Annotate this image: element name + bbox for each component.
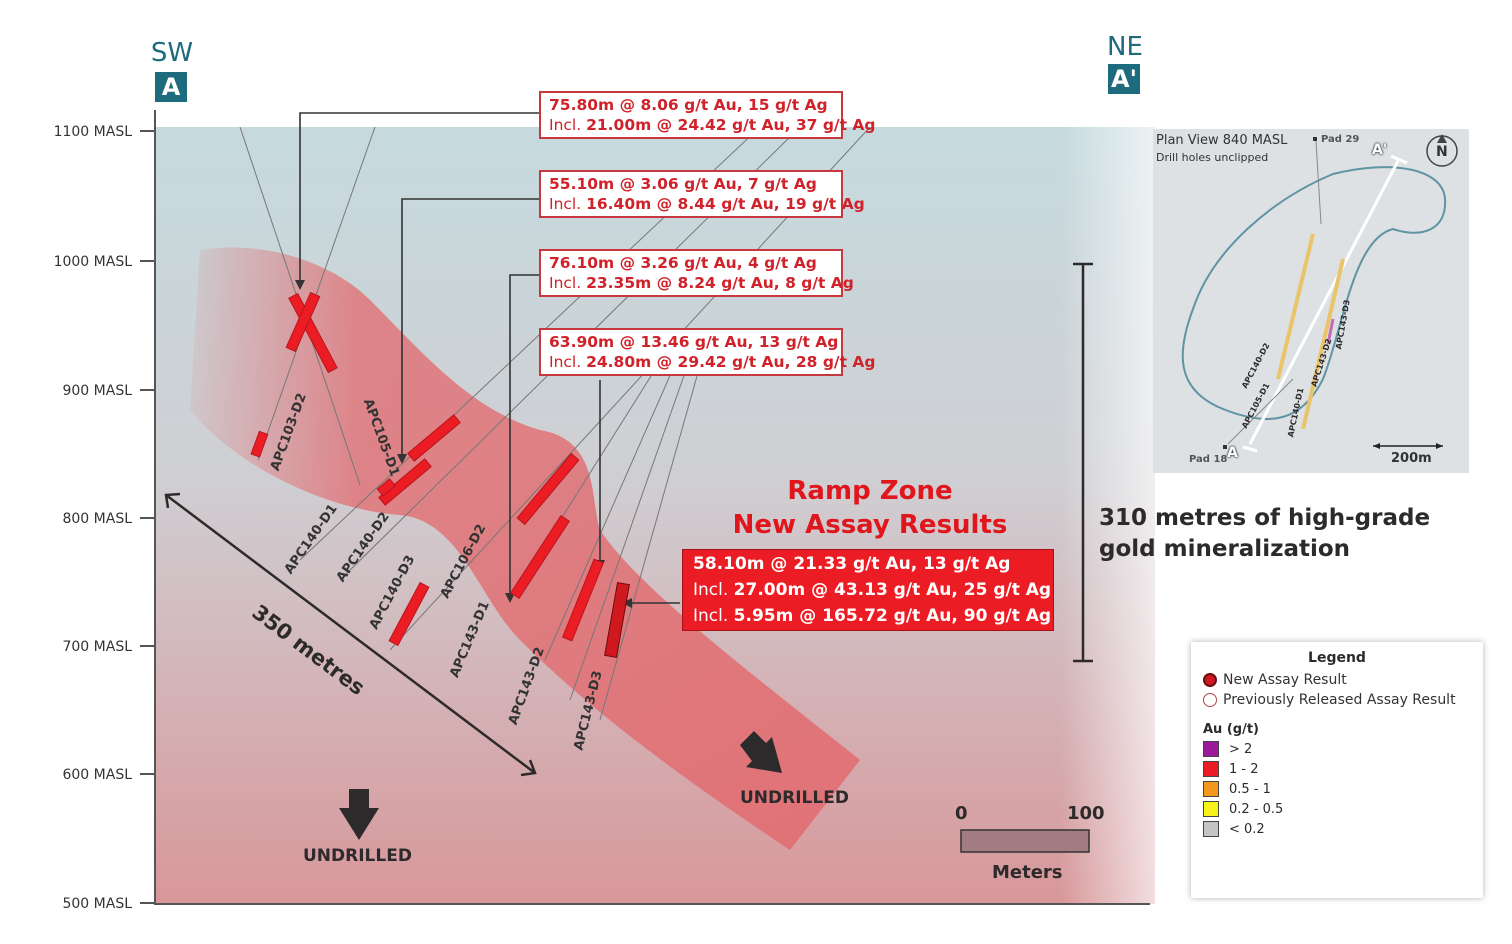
legend-panel: Legend New Assay Result Previously Relea… (1191, 642, 1483, 898)
axis-tick-600: 600 MASL (62, 767, 132, 783)
hollow-circle-icon (1203, 693, 1217, 707)
callout-box-3: 76.10m @ 3.26 g/t Au, 4 g/t Ag Incl. 23.… (539, 249, 854, 297)
ramp-zone-results-box: 58.10m @ 21.33 g/t Au, 13 g/t Ag Incl. 2… (682, 549, 1054, 631)
inset-title: Plan View 840 MASL (1156, 133, 1288, 148)
north-arrow-icon: N (1436, 144, 1448, 160)
legend-grade-row: 1 - 2 (1203, 761, 1471, 777)
legend-grade-row: 0.5 - 1 (1203, 781, 1471, 797)
callout-box-1: 75.80m @ 8.06 g/t Au, 15 g/t Ag Incl. 21… (539, 91, 875, 139)
legend-title: Legend (1308, 650, 1366, 666)
inset-marker-a: A (1227, 445, 1238, 461)
legend-grade-row: > 2 (1203, 741, 1471, 757)
height-note-line2: gold mineralization (1099, 536, 1351, 562)
undrilled-label-right: UNDRILLED (740, 788, 849, 808)
color-swatch-icon (1203, 761, 1219, 777)
ne-direction-label: NE (1107, 32, 1143, 62)
callout-box-4: 63.90m @ 13.46 g/t Au, 13 g/t Ag Incl. 2… (539, 328, 875, 376)
legend-previous-assay: Previously Released Assay Result (1203, 692, 1471, 708)
callout-incl: 16.40m @ 8.44 g/t Au, 19 g/t Ag (586, 195, 865, 213)
ramp-zone-title: Ramp Zone New Assay Results (720, 474, 1020, 542)
height-dimension-note: 310 metres of high-grade gold mineraliza… (1099, 503, 1430, 565)
axis-tick-900: 900 MASL (62, 383, 132, 399)
incl-prefix: Incl. (549, 353, 587, 371)
grade-label: > 2 (1229, 741, 1253, 757)
color-swatch-icon (1203, 801, 1219, 817)
incl-prefix: Incl. (693, 606, 734, 626)
color-swatch-icon (1203, 781, 1219, 797)
callout-main: 76.10m @ 3.26 g/t Au, 4 g/t Ag (549, 254, 817, 272)
incl-prefix: Incl. (549, 195, 587, 213)
axis-tick-700: 700 MASL (62, 639, 132, 655)
color-swatch-icon (1203, 821, 1219, 837)
inset-scale-label: 200m (1391, 451, 1432, 466)
legend-grade-row: 0.2 - 0.5 (1203, 801, 1471, 817)
undrilled-label-left: UNDRILLED (303, 846, 412, 866)
incl-prefix: Incl. (549, 116, 587, 134)
ramp-zone-title-line2: New Assay Results (732, 510, 1008, 540)
axis-tick-1000: 1000 MASL (53, 254, 132, 270)
incl-prefix: Incl. (693, 580, 734, 600)
ramp-zone-title-line1: Ramp Zone (787, 476, 953, 506)
plan-view-inset: Plan View 840 MASL Drill holes unclipped… (1153, 129, 1469, 473)
incl-prefix: Incl. (549, 274, 587, 292)
ramp-incl-1: 27.00m @ 43.13 g/t Au, 25 g/t Ag (733, 580, 1052, 600)
callout-main: 55.10m @ 3.06 g/t Au, 7 g/t Ag (549, 175, 817, 193)
callout-main: 75.80m @ 8.06 g/t Au, 15 g/t Ag (549, 96, 828, 114)
pad-18-label: Pad 18 (1189, 454, 1228, 465)
grade-label: 1 - 2 (1229, 761, 1259, 777)
scale-bar-start: 0 (955, 803, 968, 824)
scale-bar-unit: Meters (992, 862, 1063, 883)
ramp-incl-2: 5.95m @ 165.72 g/t Au, 90 g/t Ag (733, 606, 1052, 626)
legend-au-title: Au (g/t) (1203, 722, 1259, 737)
callout-main: 63.90m @ 13.46 g/t Au, 13 g/t Ag (549, 333, 839, 351)
axis-tick-1100: 1100 MASL (53, 124, 132, 140)
callout-incl: 23.35m @ 8.24 g/t Au, 8 g/t Ag (586, 274, 854, 292)
pad-29-label: Pad 29 (1321, 134, 1360, 145)
axis-tick-500: 500 MASL (62, 896, 132, 912)
plan-view-map (1153, 129, 1469, 473)
callout-box-2: 55.10m @ 3.06 g/t Au, 7 g/t Ag Incl. 16.… (539, 170, 865, 218)
callout-incl: 24.80m @ 29.42 g/t Au, 28 g/t Ag (586, 353, 876, 371)
legend-new-label: New Assay Result (1223, 672, 1347, 688)
section-marker-a-prime: A' (1108, 64, 1140, 94)
ramp-main-result: 58.10m @ 21.33 g/t Au, 13 g/t Ag (693, 554, 1011, 574)
legend-new-assay: New Assay Result (1203, 672, 1471, 688)
section-marker-a: A (155, 72, 187, 102)
inset-subtitle: Drill holes unclipped (1156, 151, 1269, 164)
legend-grade-row: < 0.2 (1203, 821, 1471, 837)
grade-label: < 0.2 (1229, 821, 1265, 837)
legend-previous-label: Previously Released Assay Result (1223, 692, 1456, 708)
inset-marker-a-prime: A' (1372, 142, 1388, 158)
filled-circle-icon (1203, 673, 1217, 687)
scale-bar-end: 100 (1067, 803, 1105, 824)
sw-direction-label: SW (150, 38, 194, 68)
callout-incl: 21.00m @ 24.42 g/t Au, 37 g/t Ag (586, 116, 876, 134)
axis-tick-800: 800 MASL (62, 511, 132, 527)
color-swatch-icon (1203, 741, 1219, 757)
height-note-line1: 310 metres of high-grade (1099, 505, 1431, 531)
grade-label: 0.5 - 1 (1229, 781, 1271, 797)
grade-label: 0.2 - 0.5 (1229, 801, 1284, 817)
